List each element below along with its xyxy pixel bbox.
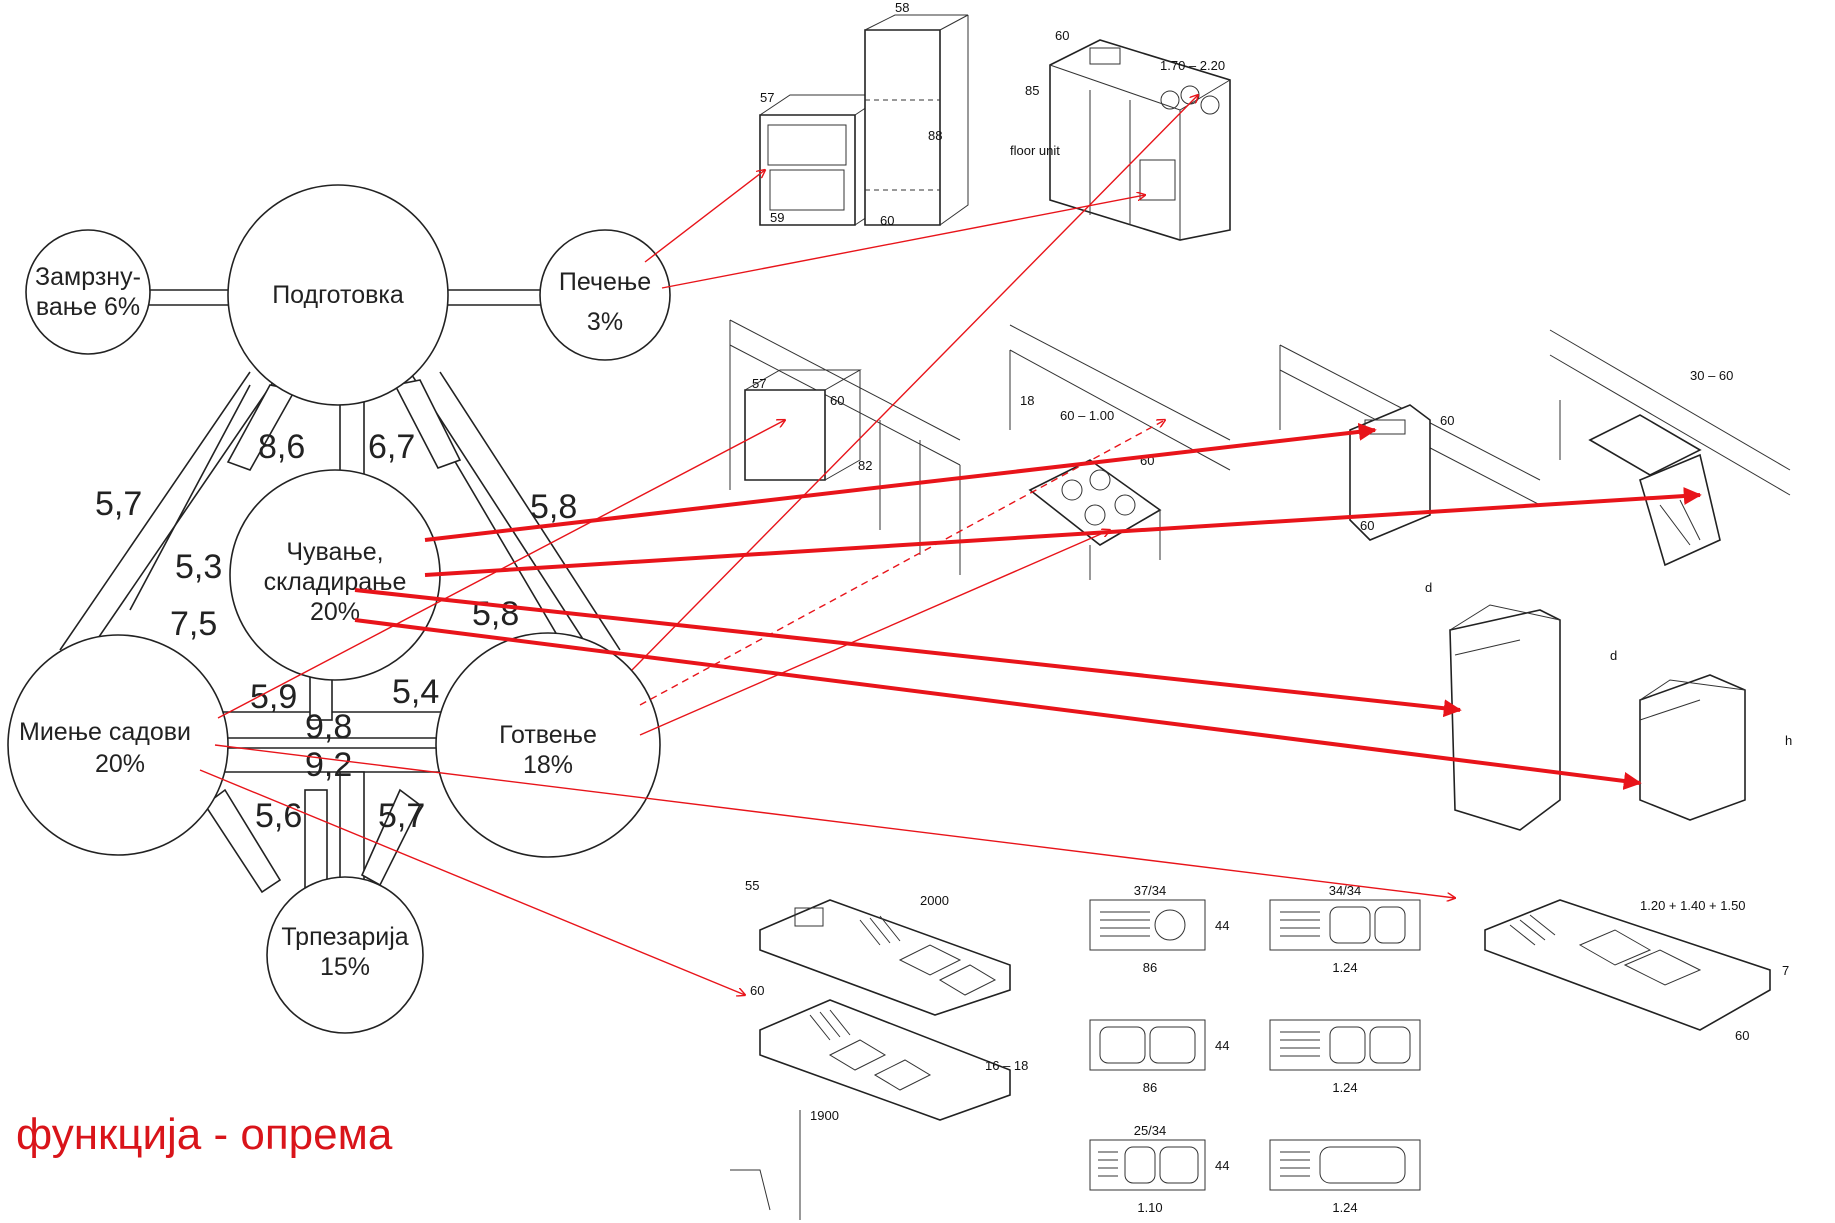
node-storage: Чување, складирање 20% (230, 470, 440, 680)
dim-sink-60: 60 (750, 983, 764, 998)
drawing-undercounter-oven: 57 60 82 (730, 320, 960, 575)
node-washing: Миење садови 20% (8, 635, 228, 855)
flow-prep-cooking: 5,8 (530, 488, 577, 526)
drawing-tall-fridge: d (1425, 580, 1560, 830)
sink-plan-6: 1.24 (1270, 1140, 1420, 1215)
dim-s3-bot: 86 (1143, 1080, 1157, 1095)
dim-sink-1618: 16 – 18 (985, 1058, 1028, 1073)
dim-s5-top: 25/34 (1134, 1123, 1167, 1138)
arrow-baking-oven (645, 170, 765, 262)
sink-plan-3: 86 44 (1090, 1020, 1229, 1095)
dim-uc-oven-h: 82 (858, 458, 872, 473)
node-cooking: Готвење 18% (436, 633, 660, 857)
dim-counter-len: 1.70 – 2.20 (1160, 58, 1225, 73)
node-freezing-line1: Замрзну- (35, 263, 141, 291)
drawing-counter-hob: 60 1.70 – 2.20 85 floor unit (1010, 28, 1230, 240)
flow-dining-cooking: 5,7 (378, 797, 425, 835)
dim-hob-18: 18 (1020, 393, 1034, 408)
dim-shelf-60: 60 (1440, 413, 1454, 428)
arrow-cooking-built-in-hob (640, 530, 1110, 735)
dim-hob-range: 60 – 1.00 (1060, 408, 1114, 423)
flow-cooking-storage: 5,4 (392, 673, 439, 711)
sink-plan-grid: 37/34 86 44 34/34 1.24 86 44 1.24 (1090, 883, 1420, 1215)
node-preparation: Подготовка (228, 185, 448, 405)
node-dining-line1: Трпезарија (281, 923, 408, 951)
node-dining: Трпезарија 15% (267, 877, 423, 1033)
sink-plan-4: 1.24 (1270, 1020, 1420, 1095)
dim-shelf-60b: 60 (1360, 518, 1374, 533)
dim-sink-1900: 1900 (810, 1108, 839, 1123)
node-washing-line2: 20% (95, 750, 145, 778)
dim-s1-bot: 86 (1143, 960, 1157, 975)
node-baking: Печење 3% (540, 230, 670, 360)
node-preparation-line1: Подготовка (272, 281, 404, 309)
node-freezing: Замрзну- вање 6% (26, 230, 150, 354)
dim-s5-bot: 1.10 (1137, 1200, 1162, 1215)
dim-fridge-d: d (1425, 580, 1432, 595)
dim-tower-top: 58 (895, 0, 909, 15)
dim-counter-w: 60 (1055, 28, 1069, 43)
dim-tower-h: 88 (928, 128, 942, 143)
drawing-oven-tower: 58 88 60 (865, 0, 968, 228)
dim-sink-55: 55 (745, 878, 759, 893)
node-dining-line2: 15% (320, 953, 370, 981)
flow-washing-cooking: 9,8 (305, 708, 352, 746)
node-storage-line1: Чување, (286, 538, 383, 566)
drawing-drainboard-sink: 1.20 + 1.40 + 1.50 7 60 (1485, 898, 1789, 1043)
dim-oven-w: 57 (760, 90, 774, 105)
dim-s1-h: 44 (1215, 918, 1229, 933)
dim-ds-7: 7 (1782, 963, 1789, 978)
node-washing-line1: Миење садови (19, 718, 191, 746)
node-freezing-line2: вање 6% (36, 293, 140, 321)
dim-s3-h: 44 (1215, 1038, 1229, 1053)
dim-s2-bot: 1.24 (1332, 960, 1357, 975)
dim-fridge-h: h (1785, 733, 1792, 748)
dim-s5-h: 44 (1215, 1158, 1229, 1173)
flow-prep-storage-right: 6,7 (368, 428, 415, 466)
sink-plan-5: 25/34 1.10 44 (1090, 1123, 1229, 1215)
dim-ds-len: 1.20 + 1.40 + 1.50 (1640, 898, 1746, 913)
dim-oven-d: 59 (770, 210, 784, 225)
dim-uc-oven-b: 60 (830, 393, 844, 408)
flow-prep-storage-left: 8,6 (258, 428, 305, 466)
flow-storage-washing-b: 7,5 (170, 605, 217, 643)
dim-sink-2000: 2000 (920, 893, 949, 908)
node-storage-line3: 20% (310, 598, 360, 626)
sink-plan-1: 37/34 86 44 (1090, 883, 1229, 975)
dim-tower-d: 60 (880, 213, 894, 228)
drawing-small-fridge: d h (1610, 648, 1792, 820)
node-cooking-line1: Готвење (499, 721, 597, 749)
dim-counter-h: 85 (1025, 83, 1039, 98)
dim-floor-unit: floor unit (1010, 143, 1060, 158)
node-baking-line1: Печење (559, 268, 651, 296)
node-cooking-line2: 18% (523, 751, 573, 779)
dim-shelf-30: 30 – 60 (1690, 368, 1733, 383)
flow-prep-washing: 5,7 (95, 485, 142, 523)
node-baking-line2: 3% (587, 308, 623, 336)
sink-plan-2: 34/34 1.24 (1270, 883, 1420, 975)
dim-ds-60: 60 (1735, 1028, 1749, 1043)
drawing-pull-out-shelves: 30 – 60 (1550, 330, 1790, 565)
drawing-sink-units: 55 2000 60 16 – 18 1900 (730, 878, 1028, 1220)
flow-storage-cooking: 5,8 (472, 595, 519, 633)
dim-fridge2-d: d (1610, 648, 1617, 663)
flow-cooking-washing: 9,2 (305, 746, 352, 784)
flow-storage-washing-a: 5,3 (175, 548, 222, 586)
dim-s6-bot: 1.24 (1332, 1200, 1357, 1215)
dim-s1-top: 37/34 (1134, 883, 1167, 898)
dim-uc-oven-a: 57 (752, 376, 766, 391)
caption: функција - опрема (16, 1110, 392, 1160)
dim-s4-bot: 1.24 (1332, 1080, 1357, 1095)
drawing-wall-cabinet-unit: 60 60 (1280, 345, 1540, 540)
